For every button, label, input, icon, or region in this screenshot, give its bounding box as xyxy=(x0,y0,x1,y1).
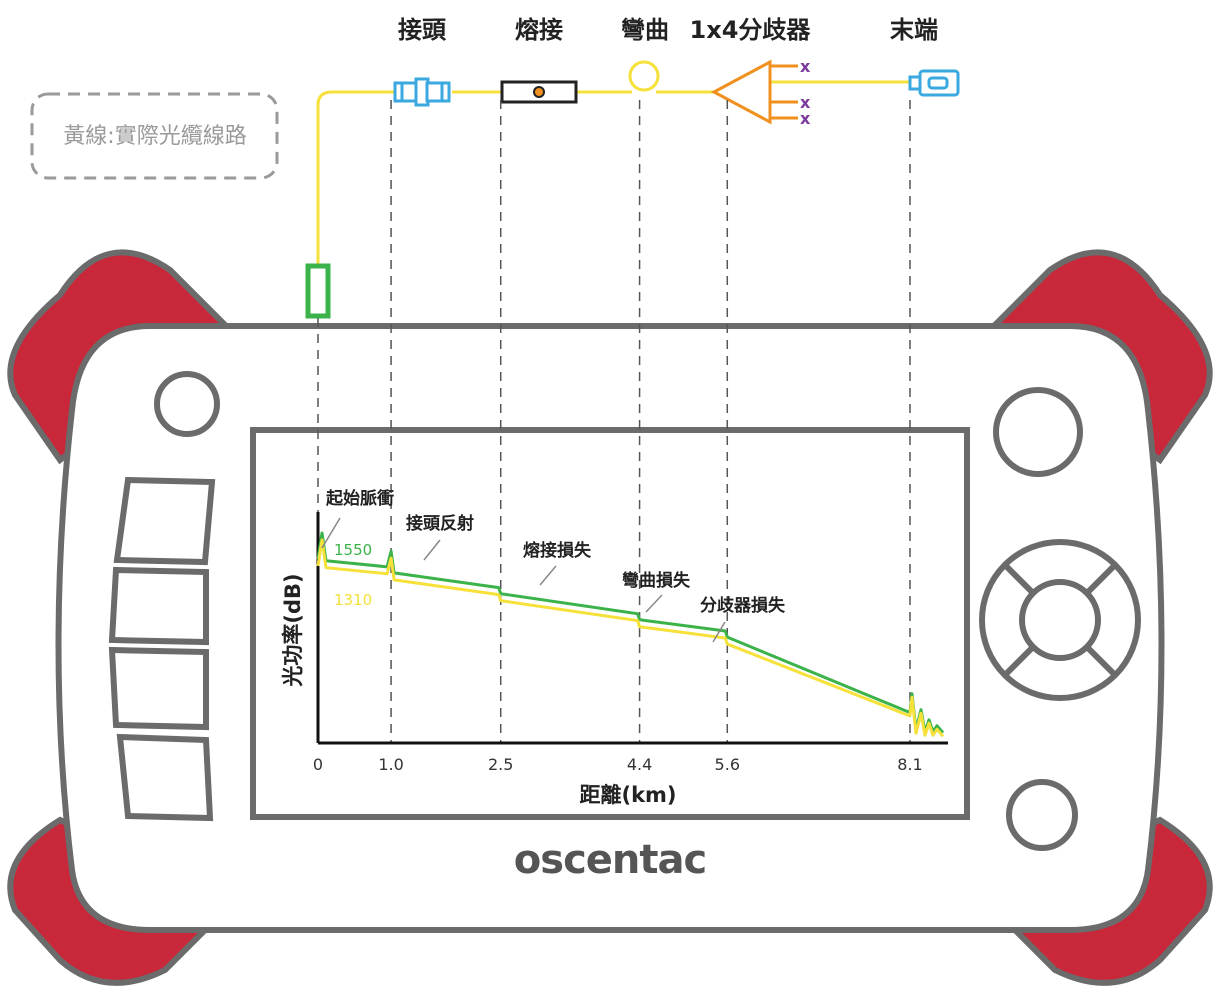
device-screen xyxy=(250,427,970,820)
legend-box: 黃線:實際光纜線路 xyxy=(30,92,279,180)
right-top-round-button[interactable] xyxy=(993,387,1083,477)
x-tick-label: 2.5 xyxy=(488,755,513,774)
annotation-leader xyxy=(321,517,341,549)
connector-icon xyxy=(393,77,451,107)
dpad-center-button[interactable] xyxy=(1019,579,1101,661)
unused-port-mark-1: x xyxy=(800,57,811,76)
launch-connector-icon xyxy=(305,263,331,319)
series-label-1550: 1550 xyxy=(334,541,372,559)
component-label-bend: 彎曲 xyxy=(621,16,669,44)
annotation-label: 熔接損失 xyxy=(523,540,592,561)
annotation-label: 彎曲損失 xyxy=(622,570,691,591)
series-label-1310: 1310 xyxy=(334,591,372,609)
end-connector-icon xyxy=(908,69,960,97)
annotation-leader xyxy=(712,621,726,643)
soft-key-3[interactable] xyxy=(108,646,209,731)
component-label-fusion-splice: 熔接 xyxy=(515,16,563,44)
right-bottom-round-button[interactable] xyxy=(1006,779,1078,851)
soft-key-4[interactable] xyxy=(116,733,214,822)
x-tick-label: 5.6 xyxy=(715,755,740,774)
legend-text: 黃線:實際光纜線路 xyxy=(63,124,246,149)
unused-port-mark-2: x xyxy=(800,93,811,112)
splitter-icon: x x x xyxy=(710,57,811,128)
x-axis-title: 距離(km) xyxy=(579,783,676,807)
annotation-label: 接頭反射 xyxy=(406,513,474,534)
bend-icon xyxy=(628,60,660,92)
left-top-round-button[interactable] xyxy=(154,371,220,437)
otdr-chart: 光功率(dB) 距離(km) 1550 1310 0 1.0 2.5 4.4 5.6 8.1… xyxy=(281,488,948,807)
x-tick-label: 4.4 xyxy=(627,755,652,774)
x-tick-label: 0 xyxy=(313,755,323,774)
annotation-leader xyxy=(423,539,441,561)
component-label-splitter: 1x4分歧器 xyxy=(690,16,812,44)
component-label-end: 末端 xyxy=(890,16,938,44)
annotation-leader xyxy=(539,565,557,586)
annotation-label: 分歧器損失 xyxy=(700,595,786,616)
soft-key-1[interactable] xyxy=(113,476,216,566)
annotation-leader xyxy=(645,594,663,613)
x-tick-label: 8.1 xyxy=(897,755,922,774)
navigation-dpad[interactable] xyxy=(979,539,1141,701)
component-label-connector: 接頭 xyxy=(398,16,447,44)
brand-logo: oscentac xyxy=(514,837,706,883)
series-line-1310 xyxy=(316,538,945,738)
fiber-link: x x x xyxy=(305,57,960,319)
fiber-line xyxy=(316,80,918,270)
soft-keys xyxy=(108,476,216,822)
x-tick-label: 1.0 xyxy=(378,755,403,774)
unused-port-mark-3: x xyxy=(800,109,811,128)
component-labels: 接頭 熔接 彎曲 1x4分歧器 末端 xyxy=(398,16,938,44)
y-axis-title: 光功率(dB) xyxy=(281,573,305,687)
fusion-splice-icon xyxy=(500,80,578,104)
soft-key-2[interactable] xyxy=(108,566,209,646)
annotation-label: 起始脈衝 xyxy=(325,488,394,509)
